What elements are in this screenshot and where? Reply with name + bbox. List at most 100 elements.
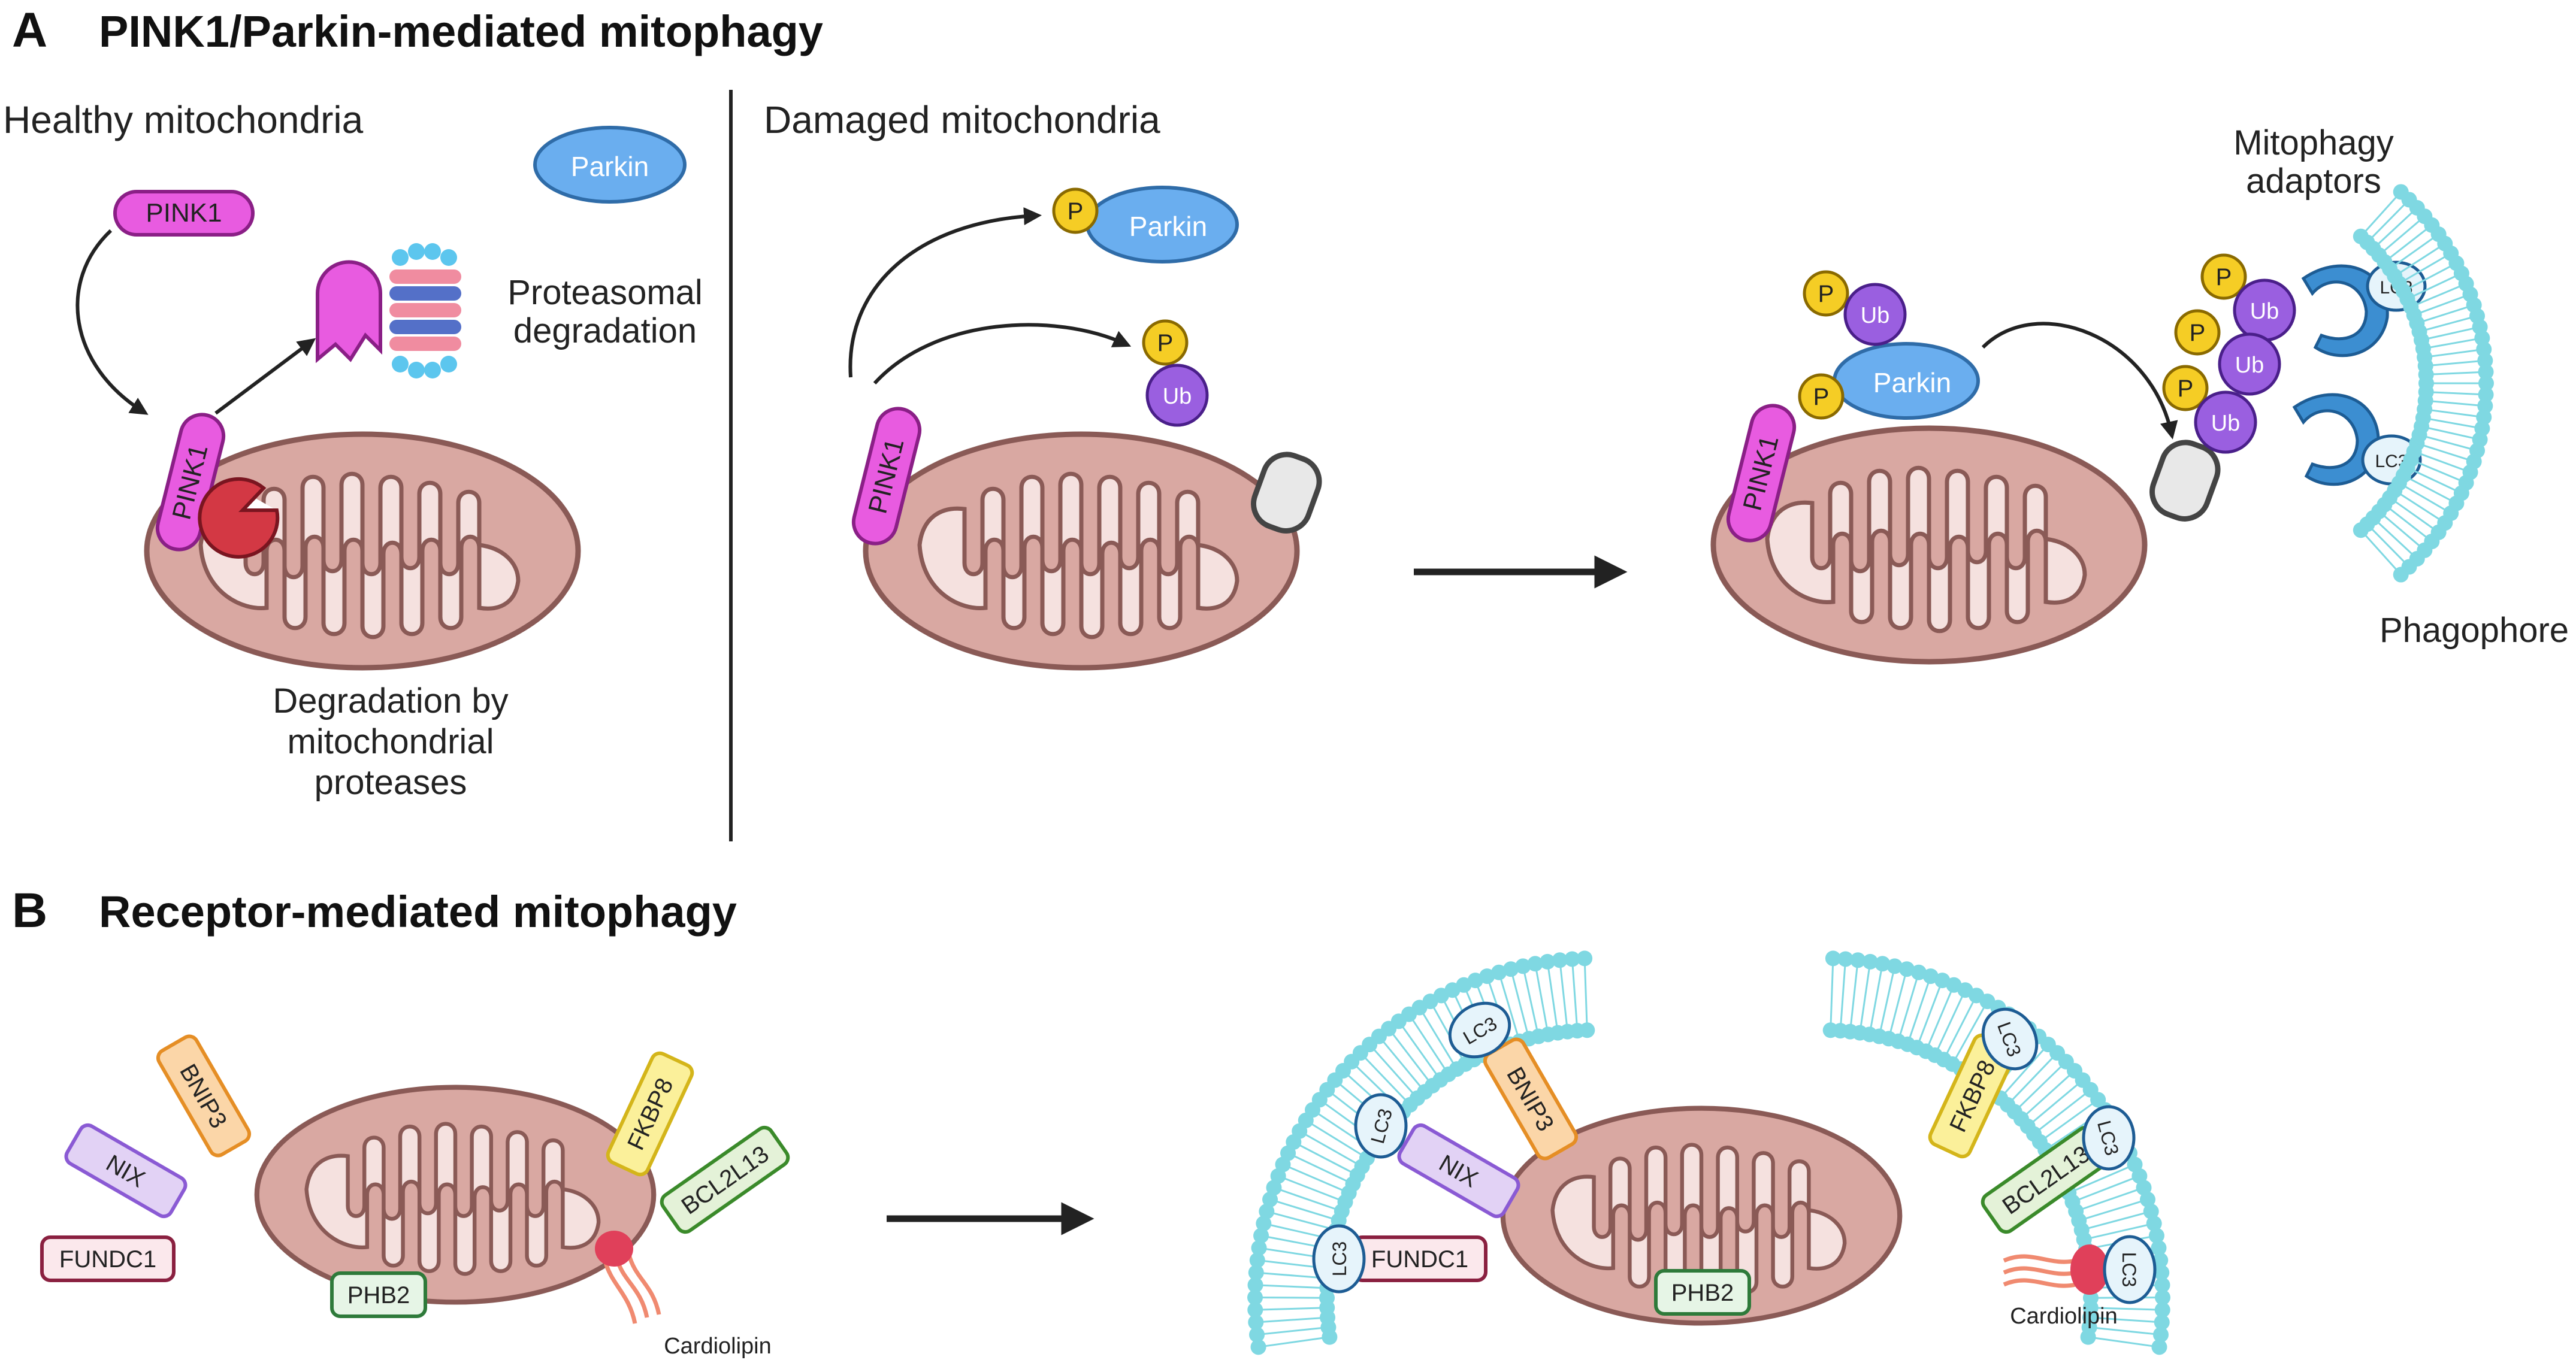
receptor-nix: NIX [64, 1123, 188, 1219]
lipid-tail [2415, 461, 2461, 481]
lipid-tail [2431, 400, 2480, 407]
lipid-tail [2419, 453, 2465, 471]
cleavage-arrow [214, 338, 316, 415]
panel-b-letter: B [12, 883, 47, 938]
lipid-head [2477, 353, 2493, 369]
receptor-fundc1: FUNDC1 [40, 1235, 176, 1282]
activated-parkin: Parkin P Ub P [1798, 270, 1980, 420]
lipid-tail [2025, 1074, 2071, 1116]
protease-shape [198, 477, 280, 559]
lipid-tail [1293, 1155, 1349, 1183]
lipid-tail [2090, 1223, 2149, 1240]
lipid-tail [2371, 203, 2406, 239]
phospho-parkin-arrow [848, 207, 1042, 378]
lipid-tail [2081, 1189, 2139, 1210]
lipid-tail [1499, 977, 1519, 1036]
lipid-head [1249, 1326, 1265, 1343]
lipid-tail [1262, 1272, 1322, 1279]
lipid-tail [1523, 971, 1538, 1031]
lipid-tail [1411, 1019, 1446, 1070]
proteasomal-label-2: degradation [513, 311, 697, 350]
recruited-pink1: PINK1 [1726, 404, 1797, 543]
receptor-nix-engulfed: NIX [1397, 1123, 1520, 1219]
receptor-phb2: PHB2 [330, 1271, 427, 1318]
lipid-tail [1372, 1048, 1414, 1095]
phagophore-membrane-a [2353, 184, 2494, 583]
degradation-label-2: mitochondrial [288, 722, 494, 761]
chain-p-2: P [2190, 320, 2206, 346]
lipid-tail [2003, 1048, 2045, 1095]
lipid-head [2148, 1228, 2164, 1244]
adaptors-label-1: Mitophagy [2233, 123, 2394, 162]
lipid-tail [1401, 1025, 1438, 1076]
lipid-head [2143, 1203, 2159, 1219]
lipid-tail [1263, 1260, 1323, 1269]
lipid-tail [2388, 507, 2428, 539]
lipid-head [1247, 1302, 1263, 1318]
lipid-head [2154, 1289, 2170, 1306]
ubiquitin-chain: P Ub P Ub P Ub [2162, 253, 2296, 454]
lipid-head [1248, 1314, 1264, 1331]
lipid-head [2477, 398, 2493, 414]
lipid-tail [1909, 982, 1930, 1039]
lipid-tail [1879, 971, 1895, 1031]
phb2-label: PHB2 [347, 1282, 410, 1309]
lipid-tail [2010, 1056, 2054, 1101]
chain-ub-1: Ub [2250, 299, 2279, 324]
activated-parkin-label: Parkin [1873, 367, 1951, 398]
lipid-tail [2415, 285, 2461, 305]
lipid-head [1491, 964, 1507, 980]
phb2-engulfed-label: PHB2 [1671, 1280, 1734, 1306]
ubiquitinated-membrane-protein [2149, 440, 2221, 522]
cardiolipin-right [2003, 1244, 2109, 1295]
lipid-head [2139, 1191, 2155, 1207]
lipid-head [2478, 364, 2494, 380]
lipid-tail [1511, 974, 1529, 1034]
parkin-p-1: P [1818, 281, 1834, 307]
lipid-tail [2018, 1065, 2063, 1108]
lipid-head [2478, 386, 2494, 402]
lipid-head [1253, 1228, 1269, 1244]
proteasomal-label-1: Proteasomal [507, 273, 703, 312]
lipid-tail [2431, 360, 2480, 367]
chain-p-1: P [2216, 264, 2232, 290]
ubiquitination-arrow [1981, 322, 2178, 440]
lipid-tail [1849, 966, 1858, 1026]
lc3-fundc1-label: LC3 [1329, 1241, 1350, 1277]
lipid-tail [1310, 1122, 1363, 1156]
lipid-head [1479, 968, 1495, 985]
lipid-head [1266, 1180, 1282, 1196]
lipid-head [2393, 567, 2409, 583]
damaged-pink1: PINK1 [851, 407, 922, 546]
lipid-tail [2095, 1326, 2155, 1335]
lipid-tail [1535, 969, 1548, 1029]
lipid-tail [2429, 418, 2477, 429]
lipid-tail [2388, 228, 2428, 259]
lipid-head [1922, 968, 1939, 985]
lc3-bcl2l13: LC3 [2082, 1105, 2136, 1171]
lipid-tail [1840, 965, 1846, 1025]
lipid-tail [1936, 995, 1964, 1050]
lipid-head [1247, 1289, 1263, 1306]
lipid-head [1250, 1339, 1266, 1355]
lipid-tail [2096, 1317, 2156, 1323]
lc3-cardiolipin: LC3 [2103, 1235, 2157, 1304]
import-arrow [75, 229, 149, 415]
phospho-ub-p: P [1157, 330, 1174, 356]
lipid-head [1248, 1265, 1264, 1281]
chain-p-3: P [2178, 375, 2194, 402]
lipid-head [1886, 958, 1903, 974]
lipid-tail [2419, 295, 2465, 314]
cardiolipin-right-label: Cardiolipin [2010, 1304, 2118, 1329]
lipid-tail [1262, 1317, 1322, 1323]
lipid-tail [1279, 1189, 1337, 1210]
lipid-tail [2432, 371, 2480, 375]
panel-a-title: PINK1/Parkin-mediated mitophagy [99, 7, 823, 56]
lipid-tail [1927, 990, 1953, 1046]
degradation-label-1: Degradation by [273, 682, 508, 720]
lipid-tail [2031, 1083, 2079, 1123]
lipid-tail [2427, 327, 2475, 340]
pink1-cytosolic: PINK1 [113, 190, 255, 237]
lipid-head [1577, 950, 1593, 967]
lc3-fundc1: LC3 [1312, 1224, 1366, 1294]
